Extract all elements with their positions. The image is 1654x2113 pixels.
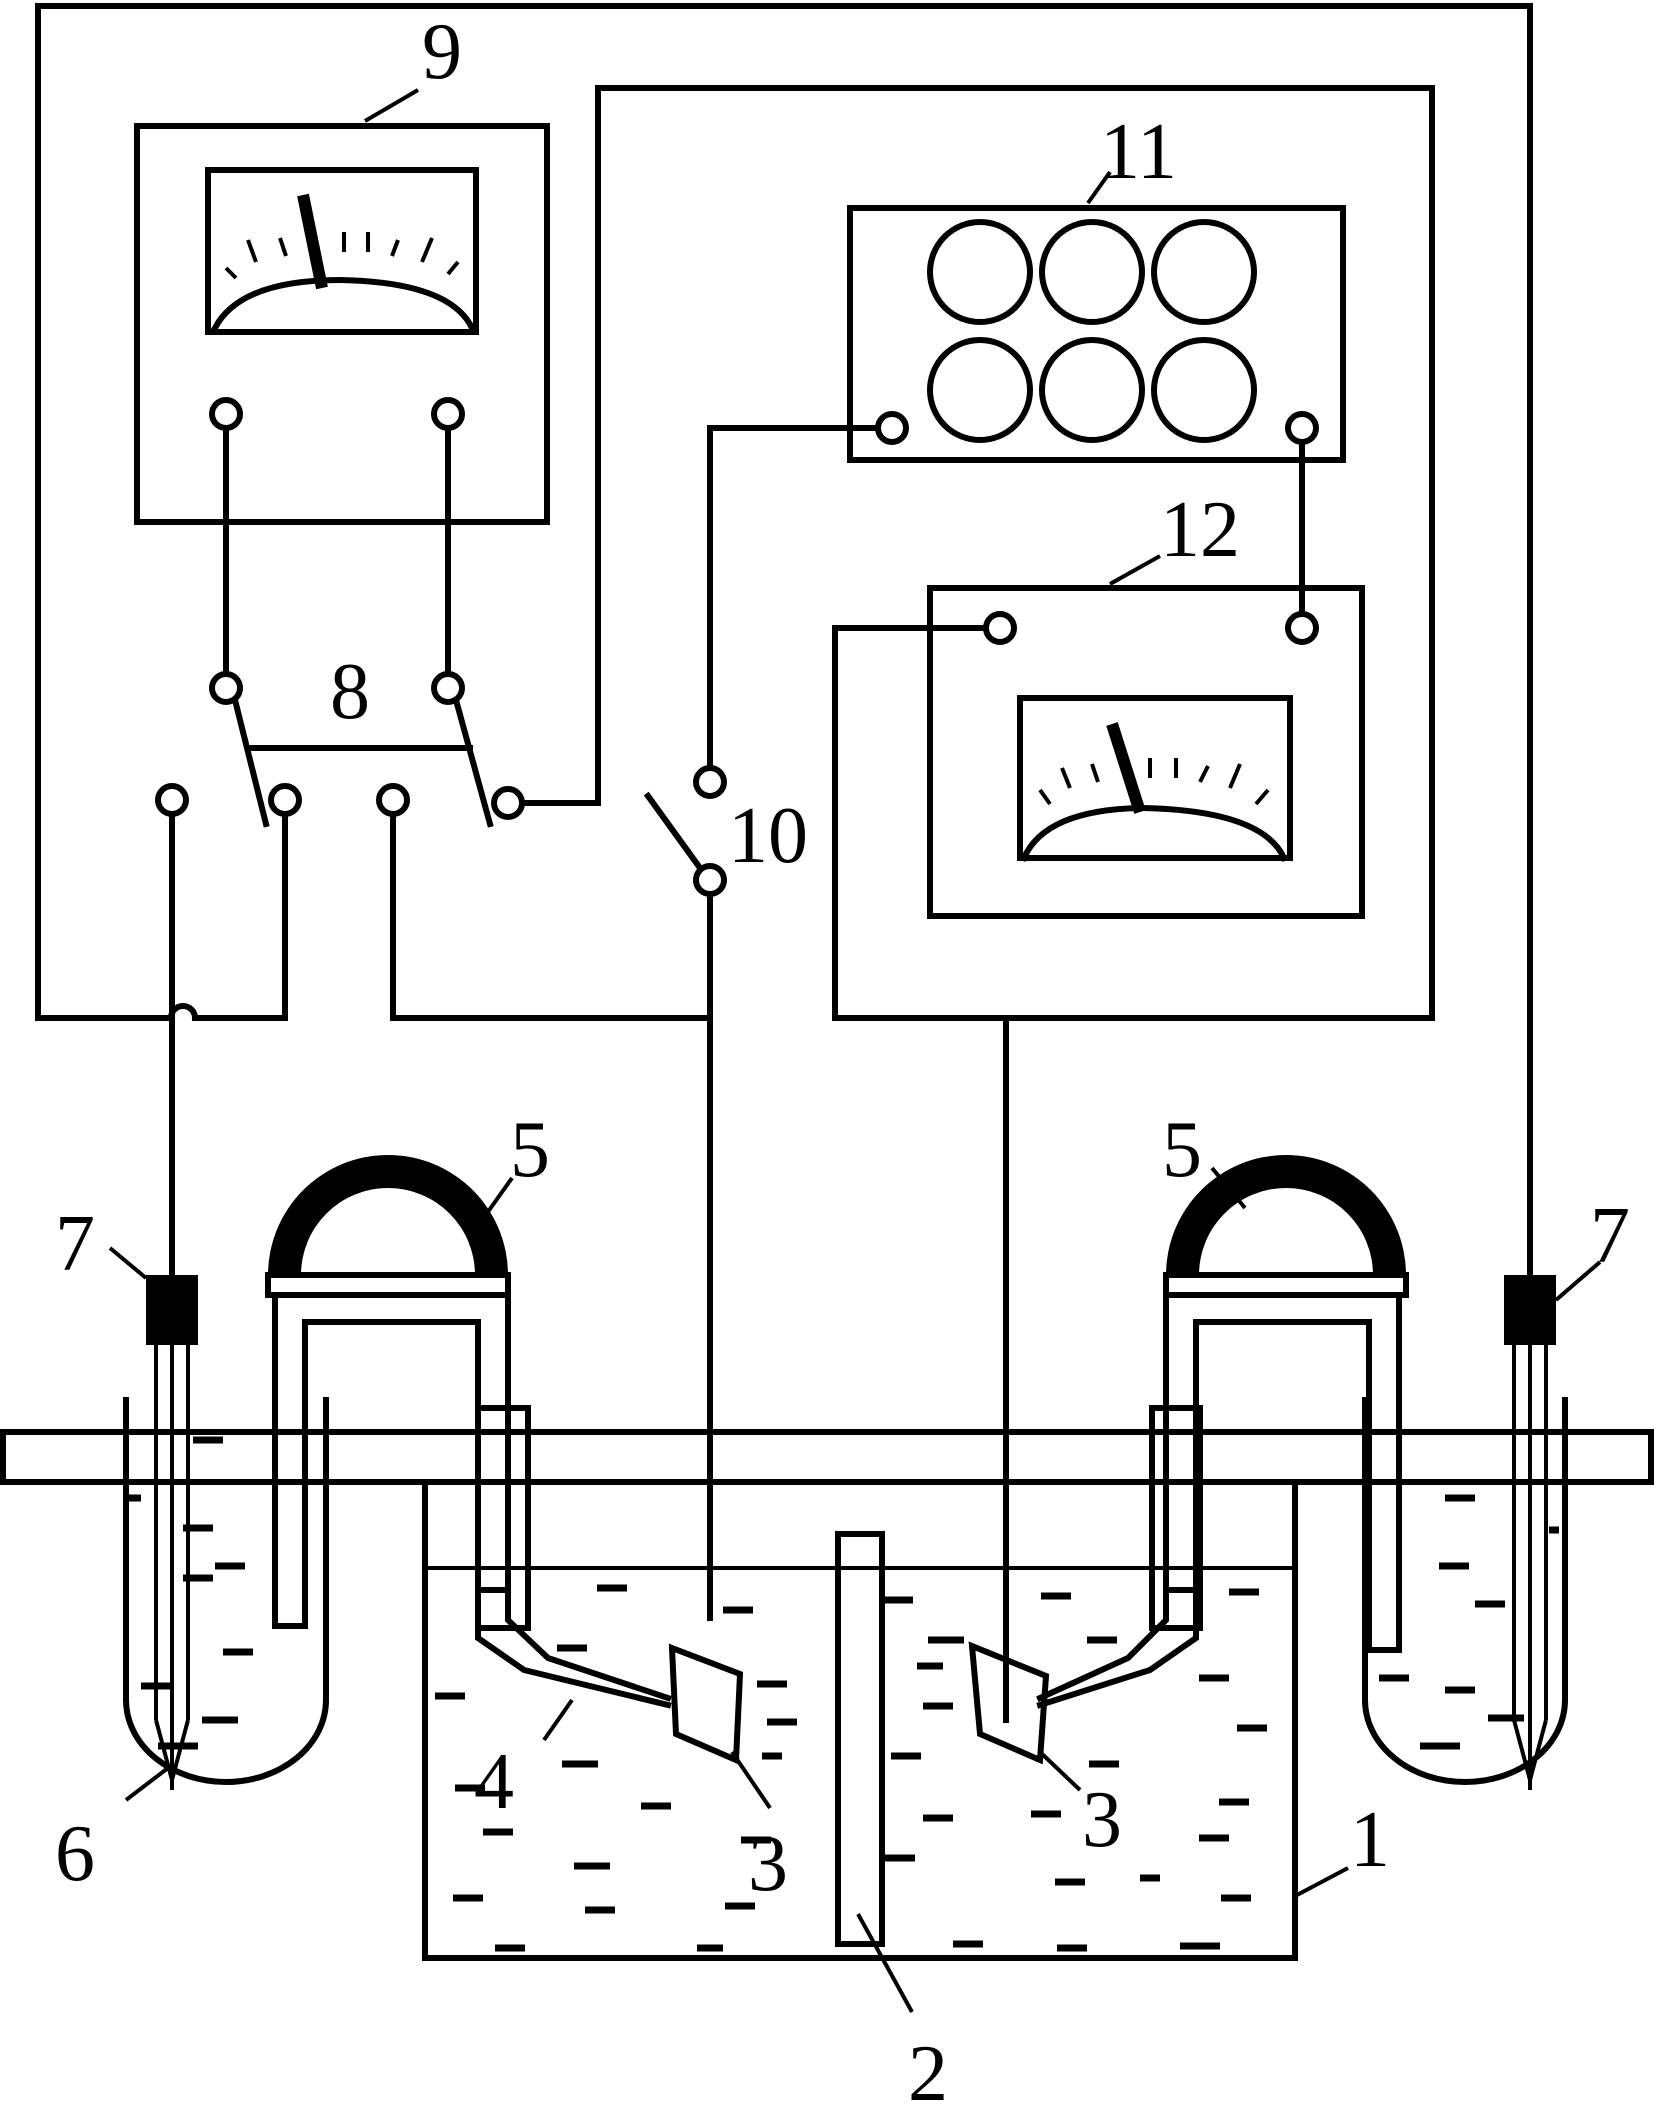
meter-12-terminal-left — [983, 611, 1017, 645]
meter-12: 12 — [927, 486, 1365, 919]
label-7-left: 7 — [55, 1200, 95, 1288]
outer-wire-loop — [35, 3, 1533, 1278]
electrolyte-dashes — [127, 1436, 1559, 1952]
label-5-right: 5 — [1162, 1106, 1202, 1194]
support-bar — [0, 1429, 1654, 1485]
meter-9-scale-ticks — [224, 232, 460, 280]
label-3-left: 3 — [748, 1820, 788, 1908]
vessel-6-left: 6 — [55, 1397, 329, 1898]
battery-11-terminal-left — [875, 411, 909, 445]
meter-12-terminal-right — [1285, 611, 1319, 645]
meter-9: 9 — [134, 8, 550, 677]
label-6: 6 — [55, 1810, 95, 1898]
vessel-right — [1362, 1397, 1568, 1785]
battery-11-terminal-right — [1285, 411, 1319, 445]
specimen-3-right: 3 — [968, 1641, 1122, 1864]
wire-8-to-12-loop — [505, 85, 1435, 1021]
partition-2: 2 — [835, 1531, 948, 2113]
label-8: 8 — [330, 648, 370, 736]
meter-9-terminal-right — [431, 397, 465, 431]
label-10: 10 — [728, 792, 808, 880]
label-7-right: 7 — [1590, 1192, 1630, 1280]
label-2: 2 — [908, 2030, 948, 2113]
electrode-7-left: 7 — [55, 1200, 198, 1790]
battery-11: 11 — [847, 108, 1346, 463]
salt-bridge-5-right: 5 — [1036, 1106, 1409, 1709]
specimen-3-left: 3 — [668, 1643, 788, 1908]
label-11: 11 — [1100, 108, 1177, 196]
switch-8-terminal-c — [376, 783, 410, 817]
switch-8-terminal-b — [268, 783, 302, 817]
switch-8-pivot-right — [431, 671, 465, 705]
switch-10-terminal-top — [693, 765, 727, 799]
meter-9-needle — [297, 193, 328, 290]
switch-8-pivot-left — [209, 671, 243, 705]
meter-12-scale-ticks — [1038, 758, 1270, 806]
meter-12-needle — [1106, 722, 1146, 814]
label-3-right: 3 — [1082, 1776, 1122, 1864]
label-1: 1 — [1350, 1796, 1390, 1884]
salt-bridge-5-left: 5 — [265, 1106, 672, 1709]
switch-8-terminal-d — [491, 786, 525, 820]
pointer-4 — [542, 1698, 574, 1742]
label-12: 12 — [1160, 486, 1240, 574]
meter-9-terminal-left — [209, 397, 243, 431]
switch-8: 8 — [155, 648, 525, 828]
label-4: 4 — [474, 1738, 514, 1826]
switch-8-terminal-a — [155, 783, 189, 817]
tank-1: 1 — [422, 1479, 1390, 1961]
switch-10: 10 — [643, 765, 808, 897]
wire-center-rail — [390, 797, 713, 1021]
label-5-left: 5 — [510, 1106, 550, 1194]
electrode-7-right: 7 — [1504, 1192, 1630, 1790]
label-9: 9 — [422, 8, 462, 96]
